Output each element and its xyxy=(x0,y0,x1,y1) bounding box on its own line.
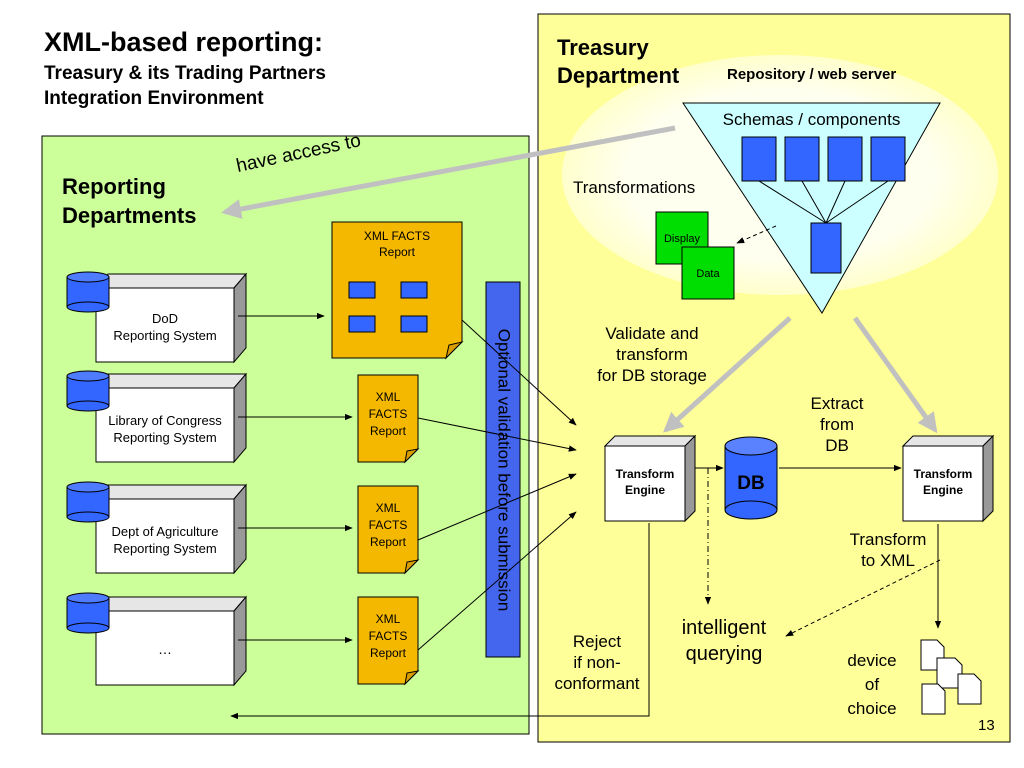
schema-connectors xyxy=(758,180,889,224)
data-label: Data xyxy=(696,268,720,280)
xml-facts-report xyxy=(357,485,420,575)
report-label: XML FACTS Report xyxy=(368,612,408,660)
database-icon xyxy=(66,592,110,634)
schema-block xyxy=(827,136,863,182)
schema-block xyxy=(810,222,842,274)
slide-subtitle: Treasury & its Trading Partners xyxy=(44,63,326,84)
system-label-agriculture: Dept of Agriculture Reporting System xyxy=(111,524,219,556)
system-to-report-arrows xyxy=(238,312,353,644)
database-icon xyxy=(66,271,110,313)
repository-label: Repository / web server xyxy=(727,66,897,83)
schema-block xyxy=(741,136,777,182)
schema-components xyxy=(741,136,906,274)
validate-label: Validate and transform for DB storage xyxy=(597,324,707,385)
validation-bar-label: Optional validation before submission xyxy=(494,328,514,612)
transform-dashed-arrow xyxy=(736,225,777,244)
treasury-heading: Treasury Department xyxy=(557,35,680,88)
have-access-arrow xyxy=(221,125,676,219)
reporting-system-loc xyxy=(66,370,248,464)
device-of-choice-label: device of choice xyxy=(847,651,897,718)
intelligent-querying-label: intelligent querying xyxy=(681,617,767,665)
schemas-label: Schemas / components xyxy=(722,110,901,129)
transform-engine-left xyxy=(603,434,697,523)
transformations-label: Transformations xyxy=(573,178,696,197)
reporting-departments-heading: Reporting Departments xyxy=(62,174,197,228)
slide-title: XML-based reporting: xyxy=(44,27,324,57)
report-label: XML FACTS Report xyxy=(368,390,408,438)
transform-engine-left-label: Transform Engine xyxy=(615,467,675,497)
system-label-loc: Library of Congress Reporting System xyxy=(108,413,222,445)
xml-facts-report xyxy=(357,596,420,686)
data-box xyxy=(681,246,735,300)
system-label-dod: DoD Reporting System xyxy=(113,311,217,343)
db-cylinder xyxy=(724,436,778,520)
database-icon xyxy=(66,370,110,412)
xml-facts-report-large xyxy=(331,221,464,360)
transform-engine-right xyxy=(901,434,995,523)
transform-to-xml-label: Transform to XML xyxy=(849,530,927,570)
transform-engine-right-label: Transform Engine xyxy=(913,467,973,497)
schema-block xyxy=(870,136,906,182)
slide-subtitle: Integration Environment xyxy=(44,88,264,109)
engine-connectors xyxy=(230,464,942,720)
reporting-system-other xyxy=(66,592,248,687)
extract-label: Extract from DB xyxy=(810,394,864,455)
display-label: Display xyxy=(663,233,701,245)
report-label-large: XML FACTS Report xyxy=(363,229,431,259)
database-icon xyxy=(66,481,110,523)
report-to-engine-arrows xyxy=(417,319,577,651)
system-label-other: … xyxy=(158,641,172,657)
schema-block xyxy=(784,136,820,182)
reporting-system-agriculture xyxy=(66,481,248,575)
validate-arrow xyxy=(663,316,792,433)
reporting-system-dod xyxy=(66,271,248,364)
xml-facts-report xyxy=(357,374,420,464)
page-number: 13 xyxy=(978,717,995,734)
reject-label: Reject if non- conformant xyxy=(554,632,640,693)
report-label: XML FACTS Report xyxy=(368,501,408,549)
extract-arrow xyxy=(852,316,938,434)
db-label: DB xyxy=(737,473,765,494)
validation-bar xyxy=(485,281,521,658)
device-icons xyxy=(920,639,982,715)
